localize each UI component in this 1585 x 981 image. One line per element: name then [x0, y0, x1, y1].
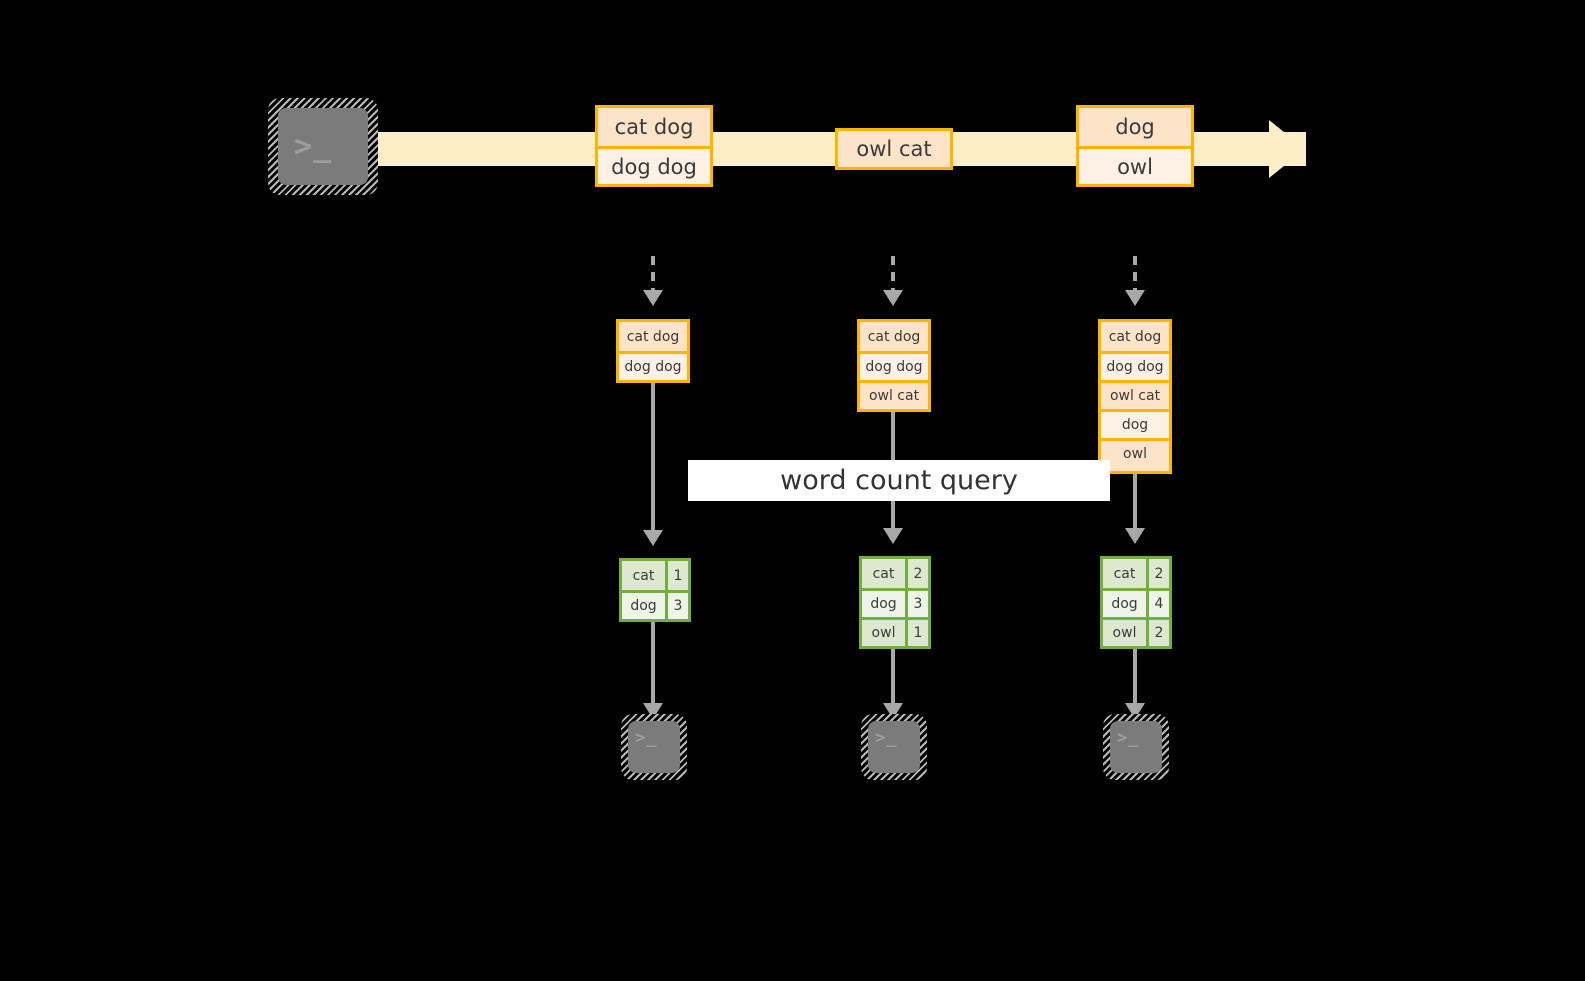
- count-word: cat: [632, 567, 655, 584]
- snapshot-2-counts[interactable]: cat 2 dog 3 owl 1: [859, 556, 931, 649]
- result-connector-3: [1133, 649, 1137, 706]
- snapshot-record: cat dog: [1108, 328, 1162, 345]
- terminal-prompt-icon: >_: [1117, 728, 1140, 748]
- count-row: cat 1: [622, 561, 688, 590]
- count-word: cat: [872, 565, 895, 582]
- snapshot-record: cat dog: [867, 328, 921, 345]
- query-arrowhead-2: [883, 528, 903, 544]
- query-arrowhead-3: [1125, 528, 1145, 544]
- stream-tap-connector-3: [1133, 256, 1137, 292]
- snapshot-record: dog: [1101, 409, 1169, 438]
- stream-tap-connector-2: [891, 256, 895, 292]
- count-row: dog 3: [862, 588, 928, 617]
- query-connector-1: [651, 383, 655, 533]
- result-connector-1: [651, 622, 655, 706]
- query-arrowhead-1: [643, 530, 663, 546]
- query-connector-3: [1133, 474, 1137, 531]
- terminal-prompt-icon: >_: [294, 129, 333, 164]
- snapshot-record: owl cat: [860, 380, 928, 409]
- terminal-screen: [868, 721, 920, 773]
- snapshot-1-counts[interactable]: cat 1 dog 3: [619, 558, 691, 622]
- count-value: 1: [905, 620, 928, 646]
- stream-record-2[interactable]: owl cat: [835, 128, 953, 170]
- snapshot-record: dog dog: [860, 351, 928, 380]
- count-word: dog: [1103, 591, 1146, 617]
- count-value: 3: [665, 593, 688, 619]
- stream-tap-arrowhead-2: [883, 290, 903, 306]
- record-line: dog: [1115, 115, 1155, 139]
- snapshot-record: dog dog: [619, 351, 687, 380]
- snapshot-record: owl cat: [1101, 380, 1169, 409]
- record-line: owl: [1079, 146, 1191, 184]
- consumer-terminal-1[interactable]: >_: [621, 714, 687, 780]
- terminal-prompt-icon: >_: [635, 728, 658, 748]
- terminal-screen: [278, 108, 368, 185]
- stream-arrowhead: [1269, 120, 1305, 178]
- snapshot-1-records[interactable]: cat dog dog dog: [616, 319, 690, 383]
- count-word: dog: [622, 593, 665, 619]
- record-line: dog dog: [598, 146, 710, 184]
- stream-tap-connector-1: [651, 256, 655, 292]
- terminal-prompt-icon: >_: [875, 728, 898, 748]
- count-value: 2: [1146, 559, 1169, 588]
- count-row: cat 2: [1103, 559, 1169, 588]
- count-row: owl 1: [862, 617, 928, 646]
- query-banner: word count query: [688, 460, 1110, 501]
- count-value: 1: [665, 561, 688, 590]
- producer-terminal[interactable]: >_: [268, 98, 378, 195]
- count-value: 2: [905, 559, 928, 588]
- consumer-terminal-3[interactable]: >_: [1103, 714, 1169, 780]
- record-line: cat dog: [614, 115, 694, 139]
- count-value: 3: [905, 591, 928, 617]
- stream-record-1[interactable]: cat dog dog dog: [595, 105, 713, 187]
- record-line: owl cat: [856, 137, 932, 161]
- stream-tap-arrowhead-1: [643, 290, 663, 306]
- result-connector-2: [891, 649, 895, 706]
- snapshot-3-counts[interactable]: cat 2 dog 4 owl 2: [1100, 556, 1172, 649]
- stream-record-3[interactable]: dog owl: [1076, 105, 1194, 187]
- terminal-screen: [1110, 721, 1162, 773]
- terminal-screen: [628, 721, 680, 773]
- count-word: owl: [871, 625, 896, 641]
- count-value: 4: [1146, 591, 1169, 617]
- query-banner-label: word count query: [780, 465, 1018, 496]
- snapshot-record: owl: [1101, 438, 1169, 467]
- count-row: owl 2: [1103, 617, 1169, 646]
- snapshot-record: cat dog: [626, 328, 680, 345]
- count-word: owl: [1112, 625, 1137, 641]
- count-row: dog 3: [622, 590, 688, 619]
- count-row: dog 4: [1103, 588, 1169, 617]
- snapshot-3-records[interactable]: cat dog dog dog owl cat dog owl: [1098, 319, 1172, 474]
- consumer-terminal-2[interactable]: >_: [861, 714, 927, 780]
- count-value: 2: [1146, 620, 1169, 646]
- count-word: dog: [862, 591, 905, 617]
- count-word: cat: [1113, 565, 1136, 582]
- stream-tap-arrowhead-3: [1125, 290, 1145, 306]
- count-row: cat 2: [862, 559, 928, 588]
- snapshot-2-records[interactable]: cat dog dog dog owl cat: [857, 319, 931, 412]
- snapshot-record: dog dog: [1101, 351, 1169, 380]
